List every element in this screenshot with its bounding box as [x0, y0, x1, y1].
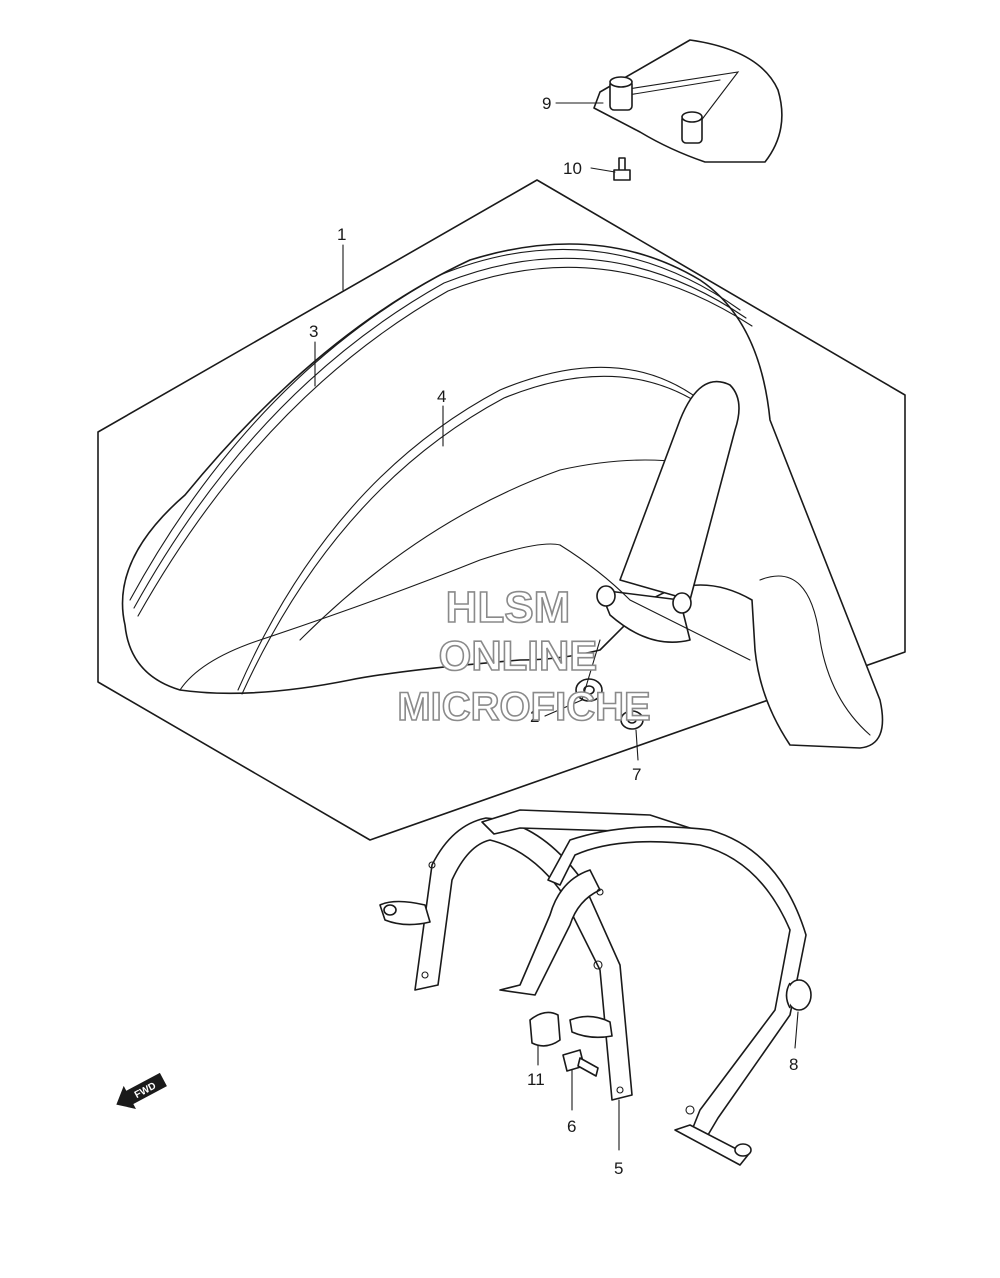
callout-2: 2 — [530, 707, 539, 726]
part-1-fender[interactable] — [121, 243, 884, 749]
watermark-line-3: MICROFICHE — [397, 685, 650, 729]
part-11-cushion[interactable] — [529, 1011, 561, 1047]
callout-4: 4 — [437, 387, 446, 406]
fwd-label: FWD — [133, 1081, 158, 1101]
part-2-washer[interactable] — [575, 678, 603, 702]
callout-labels: 1 2 3 4 5 6 7 8 9 10 11 — [309, 94, 798, 1178]
part-8-plug[interactable] — [785, 979, 812, 1011]
assembly-outline — [97, 179, 906, 841]
part-6-bolt[interactable] — [562, 1049, 599, 1077]
callout-5: 5 — [614, 1159, 623, 1178]
part-10-bolt[interactable] — [613, 157, 631, 181]
watermark-line-1: HLSM — [446, 583, 571, 632]
watermark: HLSM ONLINE MICROFICHE — [397, 582, 652, 730]
part-5-brace[interactable] — [379, 809, 807, 1166]
callout-11: 11 — [527, 1070, 545, 1089]
callout-10: 10 — [563, 159, 582, 178]
callout-6: 6 — [567, 1117, 576, 1136]
callout-1: 1 — [337, 225, 346, 244]
callout-3: 3 — [309, 322, 318, 341]
leader-lines — [314, 102, 799, 1151]
callout-9: 9 — [542, 94, 551, 113]
callout-7: 7 — [632, 765, 641, 784]
part-9-cover[interactable] — [593, 39, 783, 163]
part-7-collar[interactable] — [620, 710, 644, 730]
callout-8: 8 — [789, 1055, 798, 1074]
arrow-left-icon — [116, 1072, 167, 1109]
fwd-badge: FWD — [116, 1072, 167, 1109]
watermark-line-2: ONLINE — [439, 632, 598, 679]
